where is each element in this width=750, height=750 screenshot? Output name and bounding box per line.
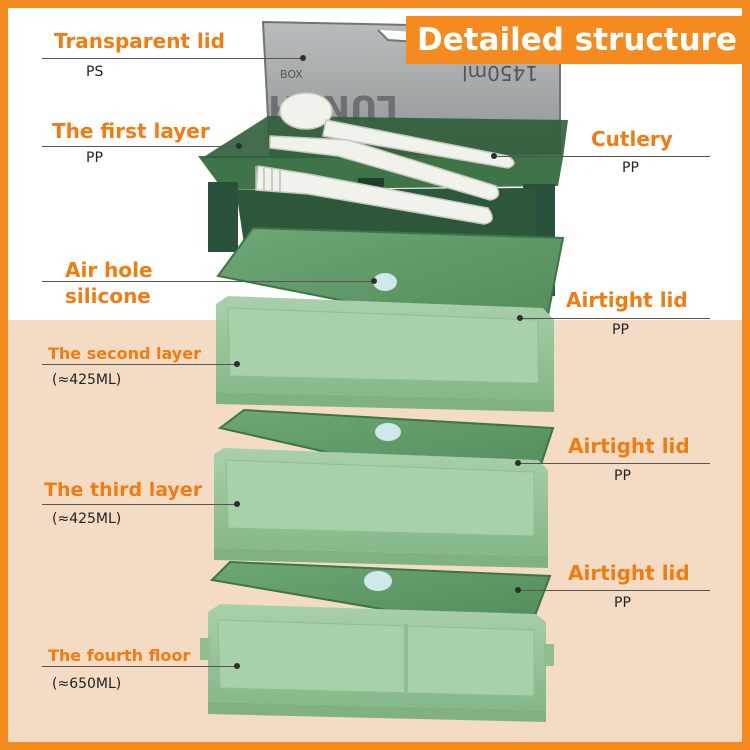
material-airtight-lid-1: PP	[612, 322, 629, 338]
capacity-fourth-floor: (≈650ML)	[52, 676, 122, 692]
leader-dot-first-layer	[236, 143, 242, 149]
leader-line-third-layer	[42, 504, 238, 505]
label-second-layer: The second layer	[48, 344, 201, 363]
leader-line-airtight-lid-1	[520, 318, 710, 319]
material-cutlery: PP	[622, 160, 639, 176]
label-first-layer: The first layer	[52, 119, 210, 143]
capacity-second-layer: (≈425ML)	[52, 372, 122, 388]
leader-line-airtight-lid-3	[518, 590, 710, 591]
cutlery-illustration	[255, 92, 515, 225]
label-airtight-lid-3: Airtight lid	[568, 561, 690, 585]
fourth-floor-illustration	[200, 604, 554, 722]
material-transparent-lid: PS	[86, 64, 104, 80]
second-layer-illustration	[216, 296, 554, 412]
material-airtight-lid-3: PP	[614, 595, 631, 611]
leader-dot-transparent-lid	[300, 55, 306, 61]
label-cutlery: Cutlery	[591, 127, 673, 151]
leader-line-second-layer	[42, 364, 238, 365]
leader-dot-second-layer	[234, 361, 240, 367]
label-air-hole: Air hole	[65, 258, 153, 282]
label-airtight-lid-2: Airtight lid	[568, 434, 690, 458]
label-airtight-lid-1: Airtight lid	[566, 288, 688, 312]
material-airtight-lid-2: PP	[614, 468, 631, 484]
leader-dot-fourth-floor	[234, 663, 240, 669]
leader-dot-cutlery	[491, 153, 497, 159]
lunch-box-illustration: LUNCH BOX 1450ml	[198, 20, 568, 722]
leader-line-transparent-lid	[42, 58, 304, 59]
leader-dot-airtight-lid-3	[515, 587, 521, 593]
lid-small-text: BOX	[280, 68, 303, 81]
label-fourth-floor: The fourth floor	[48, 646, 191, 665]
lid-volume-text: 1450ml	[462, 61, 538, 85]
leader-line-first-layer	[42, 146, 240, 147]
leader-line-cutlery	[494, 156, 710, 157]
label-transparent-lid: Transparent lid	[54, 29, 225, 53]
leader-line-air-hole	[42, 281, 374, 282]
material-first-layer: PP	[86, 150, 103, 166]
leader-dot-airtight-lid-1	[517, 315, 523, 321]
leader-line-fourth-floor	[42, 666, 238, 667]
page-title: Detailed structure	[406, 16, 742, 64]
third-layer-illustration	[214, 448, 548, 568]
label-air-hole-silicone: silicone	[65, 284, 151, 308]
leader-dot-airtight-lid-2	[515, 460, 521, 466]
label-third-layer: The third layer	[44, 479, 203, 501]
leader-line-airtight-lid-2	[518, 463, 710, 464]
leader-dot-third-layer	[234, 501, 240, 507]
capacity-third-layer: (≈425ML)	[52, 511, 122, 527]
leader-dot-air-hole	[371, 278, 377, 284]
